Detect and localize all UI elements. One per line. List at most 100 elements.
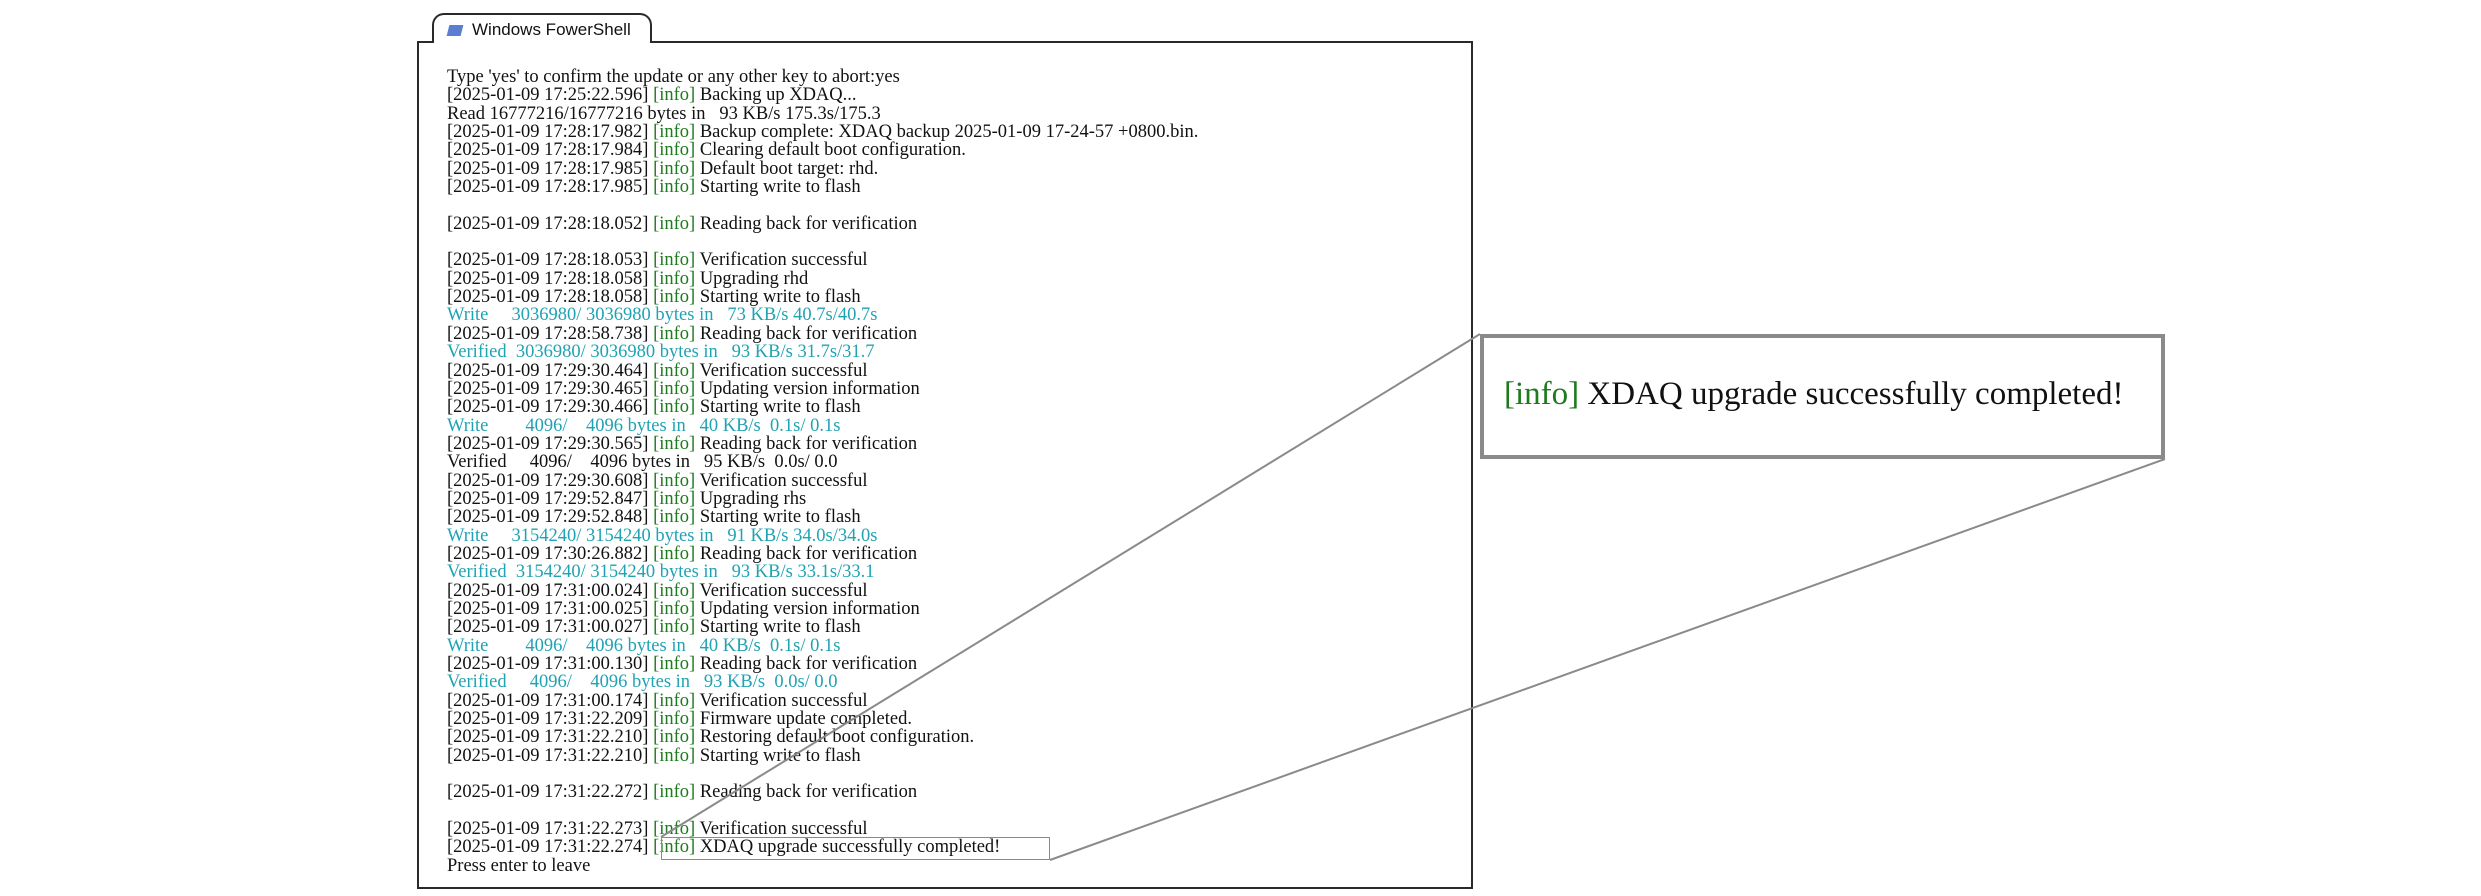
log-message: Upgrading rhd (699, 268, 809, 289)
info-tag: [info] (653, 837, 696, 858)
log-message: Firmware update completed. (699, 709, 912, 730)
console-line: [2025-01-09 17:31:00.130] [info] Reading… (447, 654, 1447, 674)
info-tag: [info] (653, 213, 696, 234)
log-message: Backup complete: XDAQ backup 2025-01-09 … (699, 122, 1199, 143)
info-tag: [info] (653, 598, 696, 619)
console-line: [2025-01-09 17:31:00.027] [info] Startin… (447, 617, 1447, 638)
console-line: [2025-01-09 17:31:22.209] [info] Firmwar… (447, 709, 1447, 730)
console-line: [2025-01-09 17:29:30.565] [info] Reading… (447, 433, 1447, 454)
console-line: Verified 3154240/ 3154240 bytes in 93 KB… (447, 562, 1447, 583)
log-message: Reading back for verification (699, 543, 918, 564)
log-message: Starting write to flash (699, 397, 861, 418)
log-timestamp: [2025-01-09 17:28:18.058] (447, 268, 649, 289)
highlight-box (661, 837, 1050, 860)
log-message: Default boot target: rhd. (699, 158, 879, 179)
console-line: [2025-01-09 17:31:22.210] [info] Startin… (447, 745, 1447, 766)
console-line: Write 3154240/ 3154240 bytes in 91 KB/s … (447, 525, 1447, 546)
log-timestamp: [2025-01-09 17:29:52.848] (447, 507, 649, 528)
console-line: [2025-01-09 17:31:00.024] [info] Verific… (447, 580, 1447, 601)
info-tag: [info] (653, 745, 696, 766)
console-line: [2025-01-09 17:28:18.053] [info] Verific… (447, 250, 1447, 271)
log-message: Restoring default boot configuration. (699, 727, 975, 748)
console-line: Press enter to leave (447, 857, 1447, 876)
log-timestamp: [2025-01-09 17:28:17.985] (447, 158, 649, 179)
console-text: Write 3154240/ 3154240 bytes in 91 KB/s … (447, 525, 878, 546)
console-line: [2025-01-09 17:29:30.464] [info] Verific… (447, 360, 1447, 381)
log-timestamp: [2025-01-09 17:29:52.847] (447, 488, 649, 509)
log-message: Reading back for verification (699, 654, 918, 674)
console-line: [2025-01-09 17:28:18.058] [info] Upgradi… (447, 268, 1447, 289)
log-timestamp: [2025-01-09 17:25:22.596] (447, 85, 649, 106)
console-line: [2025-01-09 17:28:18.058] [info] Startin… (447, 287, 1447, 308)
info-tag: [info] (653, 580, 696, 601)
log-timestamp: [2025-01-09 17:28:58.738] (447, 323, 649, 344)
console-window (417, 41, 1473, 889)
info-tag: [info] (653, 617, 696, 638)
console-line: Type 'yes' to confirm the update or any … (447, 67, 1447, 87)
console-line: [2025-01-09 17:31:22.210] [info] Restori… (447, 727, 1447, 748)
console-line: [2025-01-09 17:25:22.596] [info] Backing… (447, 85, 1447, 106)
log-message: Starting write to flash (699, 617, 861, 638)
info-tag: [info] (653, 250, 696, 271)
info-tag: [info] (653, 158, 696, 179)
console-line: [2025-01-09 17:31:22.274] [info] XDAQ up… (447, 837, 1447, 858)
log-timestamp: [2025-01-09 17:31:00.025] (447, 598, 649, 619)
console-text: Verified 3036980/ 3036980 bytes in 93 KB… (447, 342, 875, 363)
log-message: Starting write to flash (699, 507, 861, 528)
log-message: Upgrading rhs (699, 488, 807, 509)
log-message: Updating version information (699, 598, 920, 619)
log-timestamp: [2025-01-09 17:28:18.053] (447, 250, 649, 271)
log-timestamp: [2025-01-09 17:29:30.464] (447, 360, 649, 381)
console-line: Write 4096/ 4096 bytes in 40 KB/s 0.1s/ … (447, 635, 1447, 656)
info-tag: [info] (653, 433, 696, 454)
console-text: Write 4096/ 4096 bytes in 40 KB/s 0.1s/ … (447, 635, 841, 656)
log-message: Starting write to flash (699, 287, 861, 308)
zoom-message: [info] XDAQ upgrade successfully complet… (1504, 376, 2123, 413)
log-message: Verification successful (699, 250, 868, 271)
info-tag: [info] (653, 488, 696, 509)
log-timestamp: [2025-01-09 17:31:22.272] (447, 782, 649, 803)
info-tag: [info] (653, 690, 696, 711)
log-message: XDAQ upgrade successfully completed! (699, 837, 1001, 858)
console-line: Verified 4096/ 4096 bytes in 93 KB/s 0.0… (447, 672, 1447, 693)
console-line: [2025-01-09 17:31:00.025] [info] Updatin… (447, 598, 1447, 619)
log-timestamp: [2025-01-09 17:31:22.210] (447, 745, 649, 766)
log-timestamp: [2025-01-09 17:31:00.027] (447, 617, 649, 638)
console-line: [2025-01-09 17:29:52.848] [info] Startin… (447, 507, 1447, 528)
console-line: [2025-01-09 17:28:17.985] [info] Startin… (447, 177, 1447, 198)
console-line: Read 16777216/16777216 bytes in 93 KB/s … (447, 103, 1447, 124)
log-message: Reading back for verification (699, 323, 918, 344)
info-tag: [info] (653, 287, 696, 308)
console-text: Write 3036980/ 3036980 bytes in 73 KB/s … (447, 305, 878, 326)
console-line: [2025-01-09 17:31:00.174] [info] Verific… (447, 690, 1447, 711)
log-timestamp: [2025-01-09 17:31:00.130] (447, 654, 649, 674)
window-tab[interactable]: Windows FowerShell (432, 13, 652, 43)
console-line: [2025-01-09 17:29:30.608] [info] Verific… (447, 471, 1447, 490)
console-output[interactable]: Type 'yes' to confirm the update or any … (447, 68, 1447, 875)
log-message: Starting write to flash (699, 745, 861, 766)
console-text: Read 16777216/16777216 bytes in 93 KB/s … (447, 103, 881, 124)
log-message: Verification successful (699, 819, 868, 840)
info-tag: [info] (653, 397, 696, 418)
console-line: Verified 3036980/ 3036980 bytes in 93 KB… (447, 342, 1447, 363)
log-timestamp: [2025-01-09 17:31:22.274] (447, 837, 649, 858)
console-text: Write 4096/ 4096 bytes in 40 KB/s 0.1s/ … (447, 415, 841, 436)
info-tag: [info] (653, 727, 696, 748)
console-line: [2025-01-09 17:29:30.466] [info] Startin… (447, 397, 1447, 418)
log-timestamp: [2025-01-09 17:29:30.565] (447, 433, 649, 454)
console-text: Verified 4096/ 4096 bytes in 93 KB/s 0.0… (447, 672, 838, 693)
info-tag: [info] (653, 177, 696, 198)
log-timestamp: [2025-01-09 17:29:30.465] (447, 378, 649, 399)
info-tag: [info] (653, 378, 696, 399)
window-title: Windows FowerShell (472, 20, 631, 39)
log-message: Starting write to flash (699, 177, 861, 198)
console-text: Verified 3154240/ 3154240 bytes in 93 KB… (447, 562, 875, 583)
console-text: Type 'yes' to confirm the update or any … (447, 67, 900, 87)
console-line: [2025-01-09 17:28:17.982] [info] Backup … (447, 122, 1447, 143)
zoom-message-text: XDAQ upgrade successfully completed! (1587, 376, 2124, 412)
info-tag: [info] (653, 85, 696, 106)
info-tag: [info] (653, 122, 696, 143)
console-line: [2025-01-09 17:28:58.738] [info] Reading… (447, 323, 1447, 344)
info-tag: [info] (653, 268, 696, 289)
